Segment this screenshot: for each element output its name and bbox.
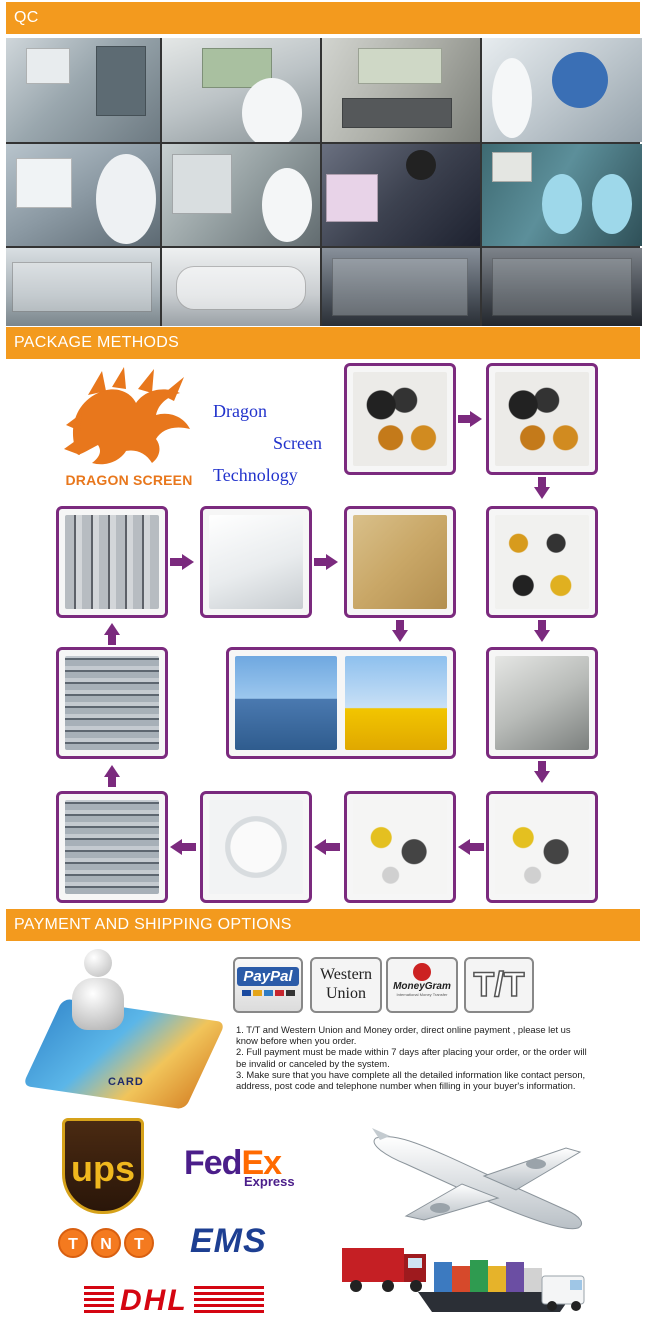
qc-photo <box>6 248 160 326</box>
package-step-phones <box>344 363 456 475</box>
brand-tagline: Screen <box>273 433 322 453</box>
qc-photo <box>482 38 642 142</box>
section-title-payment: PAYMENT AND SHIPPING OPTIONS <box>14 916 292 933</box>
dhl-logo: DHL <box>84 1284 264 1318</box>
brand-tagline: Technology <box>213 465 298 485</box>
phone-parts-icon <box>353 372 447 466</box>
card-brands-icon <box>235 990 301 996</box>
bag-icon <box>65 656 159 750</box>
package-step-sealing-machine <box>486 647 598 759</box>
package-step-tray-stack <box>56 791 168 903</box>
package-step-bag-stack <box>56 647 168 759</box>
credit-card-label: CARD <box>108 1076 144 1088</box>
section-bar-payment: PAYMENT AND SHIPPING OPTIONS <box>6 909 640 941</box>
fedex-express-text: Express <box>244 1174 295 1189</box>
carton-icon <box>353 515 447 609</box>
flow-arrow-right-icon <box>326 554 338 570</box>
payment-notes: 1. T/T and Western Union and Money order… <box>236 1024 588 1091</box>
tt-text: T/T <box>473 965 525 1005</box>
sorting-icon <box>495 372 589 466</box>
foam-box-icon <box>209 800 303 894</box>
machine-icon <box>495 656 589 750</box>
brand-logo-text: DRAGON SCREEN <box>65 472 193 488</box>
flow-arrow-down-icon <box>534 487 550 499</box>
payment-method-paypal: PayPal <box>233 957 303 1013</box>
package-step-carton <box>344 506 456 618</box>
brand-tagline: Dragon <box>213 401 267 421</box>
paypal-logo-text: PayPal <box>237 967 299 986</box>
section-bar-qc: QC <box>6 2 640 34</box>
flow-arrow-down-icon <box>534 771 550 783</box>
qc-photo <box>322 144 480 246</box>
package-step-foam-box-closed <box>200 506 312 618</box>
payment-note: 3. Make sure that you have complete all … <box>236 1068 586 1092</box>
package-step-bag-grid <box>56 506 168 618</box>
flow-arrow-left-icon <box>314 839 326 855</box>
flow-arrow-up-icon <box>104 623 120 635</box>
section-bar-package: PACKAGE METHODS <box>6 327 640 359</box>
moneygram-subtext: International Money Transfer <box>396 992 448 997</box>
fedex-logo-text: Fed <box>184 1144 242 1182</box>
flow-arrow-down-icon <box>392 630 408 642</box>
package-step-packed-loose <box>486 791 598 903</box>
qc-photo-grid <box>6 38 642 326</box>
package-step-packed-loose-2 <box>344 791 456 903</box>
western-union-text: Union <box>326 985 366 1002</box>
qc-photo <box>162 248 320 326</box>
payment-method-western-union: Western Union <box>310 957 382 1013</box>
qc-photo <box>6 38 160 142</box>
section-title-qc: QC <box>14 9 39 26</box>
credit-card-icon <box>22 998 226 1110</box>
flow-arrow-right-icon <box>470 411 482 427</box>
cargo-transport-icon <box>342 1248 585 1312</box>
ups-logo: ups <box>62 1118 144 1214</box>
package-step-sorted-items <box>486 506 598 618</box>
qc-photo <box>6 144 160 246</box>
payment-method-tt: T/T <box>464 957 534 1013</box>
packed-items-icon <box>353 800 447 894</box>
fedex-logo-text: Ex <box>241 1144 282 1182</box>
qc-photo <box>162 38 320 142</box>
ups-logo-text: ups <box>70 1148 135 1189</box>
foam-box-icon <box>209 515 303 609</box>
payment-note: 1. T/T and Western Union and Money order… <box>236 1024 571 1047</box>
payment-method-moneygram: MoneyGram International Money Transfer <box>386 957 458 1013</box>
flow-arrow-up-icon <box>104 765 120 777</box>
airplane-icon <box>372 1128 582 1230</box>
bag-icon <box>65 515 159 609</box>
person-figure-icon <box>72 978 124 1030</box>
person-figure-icon <box>84 949 112 977</box>
package-step-foam-box-open <box>200 791 312 903</box>
package-step-ship-and-truck <box>226 647 456 759</box>
flow-arrow-left-icon <box>458 839 470 855</box>
tray-icon <box>65 800 159 894</box>
qc-photo <box>322 248 480 326</box>
ems-logo: EMS <box>190 1222 267 1260</box>
flow-arrow-right-icon <box>182 554 194 570</box>
package-step-hand-sort <box>486 363 598 475</box>
shipping-icon <box>235 656 337 750</box>
flow-arrow-left-icon <box>170 839 182 855</box>
qc-photo <box>482 144 642 246</box>
packed-items-icon <box>495 800 589 894</box>
dragon-logo-icon <box>64 367 190 465</box>
qc-photo <box>322 38 480 142</box>
dhl-logo-text: DHL <box>114 1284 194 1318</box>
tnt-logo: T N T <box>58 1228 154 1258</box>
qc-photo <box>482 248 642 326</box>
fedex-logo: FedEx <box>184 1144 282 1183</box>
shipping-icon <box>345 656 447 750</box>
flow-arrow-down-icon <box>534 630 550 642</box>
western-union-text: Western <box>319 966 373 983</box>
payment-note: 2. Full payment must be made within 7 da… <box>236 1046 587 1069</box>
tnt-letter: T <box>58 1228 88 1258</box>
package-methods-panel: DRAGON SCREEN Dragon Screen Technology <box>6 361 640 907</box>
tnt-letter: N <box>91 1228 121 1258</box>
section-title-package: PACKAGE METHODS <box>14 334 180 351</box>
qc-photo <box>162 144 320 246</box>
moneygram-text: MoneyGram <box>393 981 451 992</box>
packed-items-icon <box>495 515 589 609</box>
tnt-letter: T <box>124 1228 154 1258</box>
moneygram-globe-icon <box>413 963 431 981</box>
